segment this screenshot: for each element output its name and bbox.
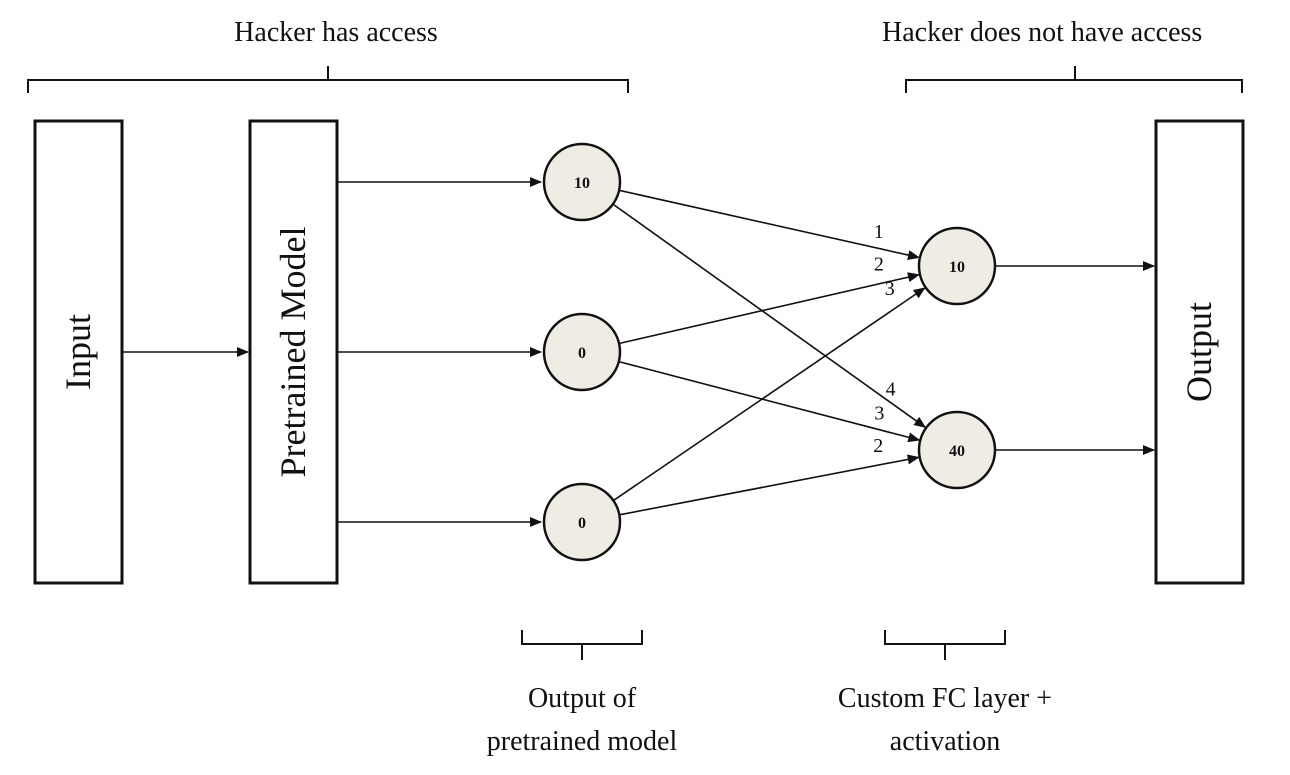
weight-label: 2	[874, 253, 884, 275]
weight-label: 3	[885, 278, 895, 300]
weight-label: 1	[874, 221, 884, 243]
hacker-no-access-label: Hacker does not have access	[882, 17, 1202, 48]
pretrained-output-value: 0	[578, 345, 586, 362]
weight-edge-1-to-2	[612, 203, 927, 428]
weight-label: 4	[886, 379, 896, 401]
pretrained-output-node	[542, 142, 622, 222]
output-of-pretrained-brace	[521, 630, 643, 660]
pretrained-model-label: Pretrained Model	[273, 227, 313, 478]
weighted-connections	[612, 189, 927, 516]
hacker-no-access-brace	[905, 66, 1243, 93]
pretrained-output-value: 10	[574, 175, 590, 192]
weight-label: 2	[873, 435, 883, 457]
output-label: Output	[1179, 302, 1219, 402]
weight-edge-2-to-1	[618, 272, 920, 345]
custom-fc-label-line1: Custom FC layer +	[838, 683, 1052, 714]
hacker-access-label: Hacker has access	[234, 17, 438, 48]
fc-layer-value: 10	[949, 259, 965, 276]
fc-layer-node	[917, 226, 997, 306]
weight-edge-1-to-1	[618, 189, 920, 260]
weight-edge-2-to-2	[618, 360, 921, 443]
input-block	[33, 119, 124, 585]
fc-layer-value: 40	[949, 443, 965, 460]
input-label: Input	[58, 314, 98, 390]
fc-layer-node	[917, 410, 997, 490]
custom-fc-label-line2: activation	[890, 726, 1000, 757]
pretrained-output-node	[542, 312, 622, 392]
pretrained-output-node	[542, 482, 622, 562]
hacker-access-brace	[27, 66, 629, 93]
custom-fc-brace	[884, 630, 1006, 660]
output-block	[1154, 119, 1245, 585]
weight-edge-3-to-1	[612, 287, 926, 502]
neuron-nodes: 10 0 0 10 40	[542, 142, 997, 562]
output-of-pretrained-label-line2: pretrained model	[487, 726, 678, 757]
pretrained-model-block	[248, 119, 339, 585]
weight-edge-3-to-2	[619, 454, 920, 516]
pretrained-output-value: 0	[578, 515, 586, 532]
weight-label: 3	[874, 403, 884, 425]
output-of-pretrained-label-line1: Output of	[528, 683, 637, 714]
